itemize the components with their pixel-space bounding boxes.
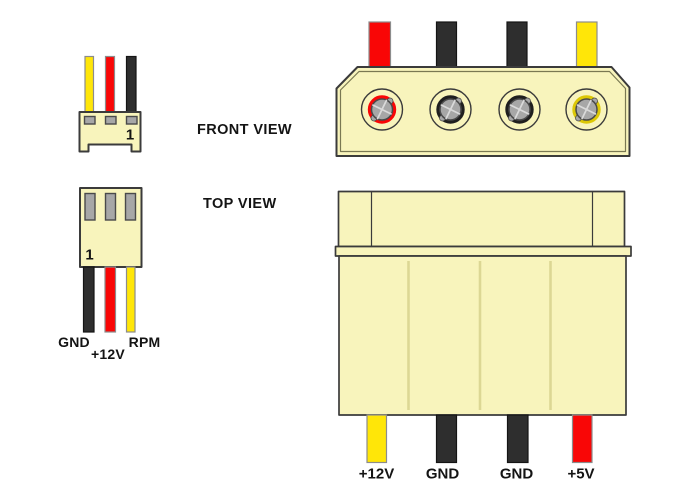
fan-top-slot-2 <box>104 192 117 221</box>
molex-pin-4-cross <box>576 99 597 120</box>
molex-front-housing <box>335 66 631 157</box>
fan-wire-label-gnd: GND <box>58 334 90 350</box>
fan-top-pin1-number: 1 <box>85 247 93 264</box>
molex-top-rear-block <box>337 190 626 248</box>
fan-front-wire-black <box>125 55 137 114</box>
molex-top-wire-red <box>571 414 593 464</box>
fan-front-pin-2 <box>104 115 117 125</box>
molex-pin-3-cross <box>509 99 530 120</box>
molex-connector-top-view: +12V GND GND +5V <box>334 190 632 483</box>
molex-pin-4 <box>565 88 608 131</box>
molex-pin-2-cross <box>440 99 461 120</box>
fan-wire-label-rpm: RPM <box>129 334 161 350</box>
molex-pin-3 <box>498 88 541 131</box>
fan-top-slot-1 <box>84 192 96 221</box>
fan-top-wire-red <box>104 266 117 333</box>
fan-top-wire-yellow <box>125 266 136 333</box>
fan-front-wire-red <box>104 55 116 114</box>
molex-wire-label-12v: +12V <box>359 466 394 483</box>
molex-front-wire-red <box>368 21 392 69</box>
fan-top-wire-black <box>82 266 95 333</box>
molex-top-wire-black-1 <box>435 414 458 464</box>
fan-front-pin-3 <box>125 115 138 125</box>
molex-pin-4-ring <box>572 95 601 124</box>
molex-top-flange <box>334 245 632 257</box>
molex-front-wire-black-2 <box>506 21 528 69</box>
molex-front-housing-bevel <box>339 70 627 153</box>
molex-pin-2 <box>429 88 472 131</box>
molex-connector-front-view <box>335 21 631 157</box>
molex-wire-label-gnd-2: GND <box>500 466 534 483</box>
molex-pin-1-ring <box>367 95 397 124</box>
fan-wire-label-12v: +12V <box>91 346 125 362</box>
fan-connector-front-view: 1 <box>78 55 142 153</box>
molex-wire-label-5v: +5V <box>567 466 594 483</box>
fan-front-pin-1 <box>83 115 96 125</box>
molex-top-wire-yellow <box>366 414 388 464</box>
molex-pin-1-cross <box>372 99 392 120</box>
fan-top-slot-3 <box>124 192 137 221</box>
molex-front-wire-black-1 <box>435 21 458 69</box>
molex-front-wire-yellow <box>575 21 598 69</box>
fan-front-pin1-number: 1 <box>126 127 134 144</box>
molex-top-wire-black-2 <box>506 414 529 464</box>
front-view-title: FRONT VIEW <box>197 122 292 138</box>
top-view-title: TOP VIEW <box>203 196 277 212</box>
fan-front-wire-yellow <box>84 55 95 114</box>
molex-pin-1 <box>360 88 404 131</box>
molex-pin-3-ring <box>505 95 534 124</box>
molex-pin-2-ring <box>436 95 465 124</box>
fan-connector-top-view: 1 GND +12V RPM <box>58 187 161 362</box>
molex-wire-label-gnd-1: GND <box>426 466 460 483</box>
molex-top-main-body <box>338 255 627 416</box>
